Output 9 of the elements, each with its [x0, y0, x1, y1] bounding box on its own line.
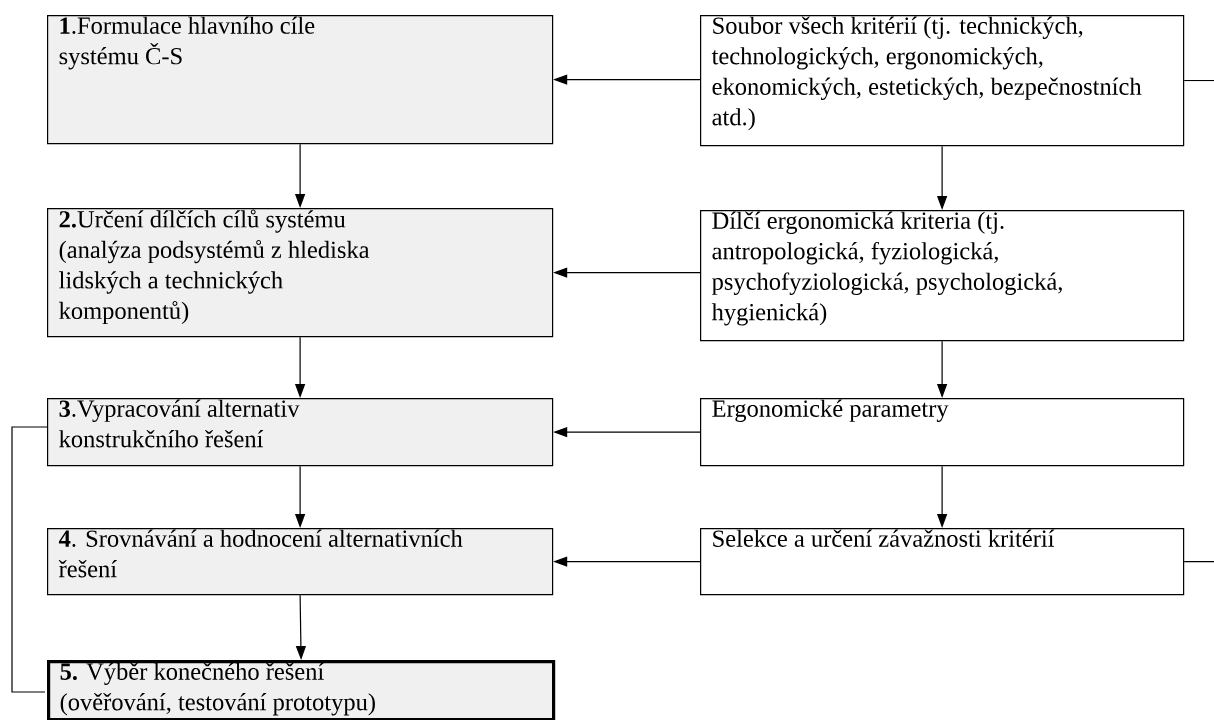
process-box: 4. Srovnávání a hodnocení alternativních řešení	[47, 528, 554, 596]
process-box: Dílčí ergonomická kriteria (tj. antropologická, fyziologická, psychofyziologická, psychologická, hygienická)	[700, 210, 1185, 342]
process-box: 5. Výběr konečného řešení (ověřování, testování prototypu)	[47, 660, 556, 720]
process-box: Selekce a určení závažnosti kritérií	[700, 528, 1185, 596]
process-box: 2.Určení dílčích cílů systému (analýza podsystémů z hlediska lidských a technických komponentů)	[47, 208, 554, 338]
process-box: Soubor všech kritérií (tj. technických, technologických, ergonomických, ekonomických, estetických, bezpečnostních atd.)	[700, 15, 1185, 147]
process-box: Ergonomické parametry	[700, 398, 1185, 467]
process-box: 1.Formulace hlavního cíle systému Č-S	[47, 15, 554, 145]
process-box: 3.Vypracování alternativ konstrukčního řešení	[47, 398, 554, 467]
